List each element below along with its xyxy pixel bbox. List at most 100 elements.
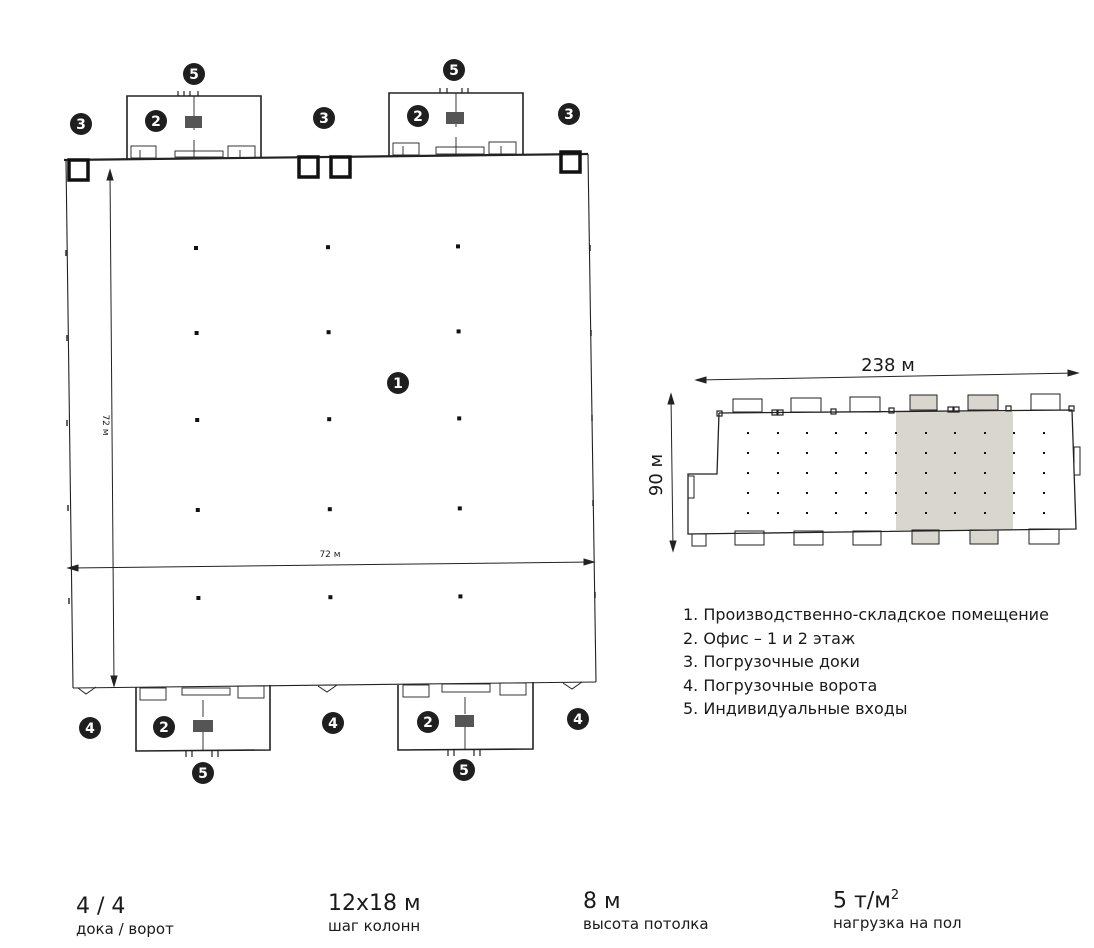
- stat-label: высота потолка: [583, 915, 709, 933]
- mini-plan-width-label: 238 м: [861, 355, 915, 376]
- mini-column: [1043, 432, 1045, 434]
- marker-number: 1: [393, 376, 403, 392]
- mini-column: [865, 432, 867, 434]
- mini-column: [777, 452, 779, 454]
- column: [327, 507, 332, 512]
- stat-value: 8 м: [583, 889, 621, 914]
- marker-number: 3: [564, 107, 574, 123]
- column: [195, 418, 200, 422]
- mini-column: [777, 512, 779, 514]
- mini-column: [895, 432, 897, 434]
- mini-column: [806, 472, 808, 474]
- marker-number: 5: [198, 766, 208, 782]
- marker-circle: [558, 103, 580, 125]
- warehouse-walls: [63, 152, 597, 695]
- marker-circle: [79, 717, 101, 739]
- mini-column: [895, 472, 897, 474]
- mini-plan-highlight: [909, 394, 938, 411]
- loading-dock: [329, 155, 352, 179]
- mini-column: [865, 472, 867, 474]
- marker-4: 4: [79, 717, 101, 739]
- mini-column: [747, 452, 749, 454]
- marker-circle: [417, 711, 439, 733]
- mini-column: [835, 472, 837, 474]
- office-block-bottom-right: [397, 682, 534, 756]
- marker-number: 2: [423, 715, 433, 731]
- stat-column-grid: 12х18 м шаг колонн: [328, 891, 421, 935]
- stairs-icon: [193, 720, 213, 732]
- mini-column: [925, 432, 927, 434]
- office-block-top-right: [388, 88, 524, 157]
- stat-ceiling-height: 8 м высота потолка: [583, 889, 709, 933]
- marker-circle: [145, 110, 167, 132]
- marker-5: 5: [453, 759, 475, 781]
- stat-label: дока / ворот: [76, 920, 174, 938]
- loading-docks: [67, 150, 582, 182]
- marker-3: 3: [313, 107, 335, 129]
- stairs-icon: [455, 715, 474, 727]
- stat-value-text: 5 т/м: [833, 888, 891, 914]
- marker-5: 5: [192, 762, 214, 784]
- mini-column: [747, 472, 749, 474]
- marker-circle: [153, 716, 175, 738]
- legend: 1. Производственно-складское помещение 2…: [683, 603, 1049, 721]
- column: [327, 417, 332, 422]
- mini-column: [984, 492, 986, 494]
- column: [457, 416, 462, 421]
- legend-item-loading-gates: 4. Погрузочные ворота: [683, 675, 878, 695]
- mini-column: [1013, 512, 1015, 514]
- mini-column: [865, 452, 867, 454]
- marker-2: 2: [145, 110, 167, 132]
- column: [195, 508, 200, 512]
- mini-column: [1043, 472, 1045, 474]
- column: [456, 329, 461, 334]
- mini-column: [984, 452, 986, 454]
- marker-circle: [453, 759, 475, 781]
- column: [456, 244, 460, 249]
- mini-column: [747, 512, 749, 514]
- mini-column: [806, 432, 808, 434]
- marker-3: 3: [558, 103, 580, 125]
- mini-column: [954, 492, 956, 494]
- stat-floor-load: 5 т/м2 нагрузка на пол: [833, 883, 962, 932]
- mini-column: [925, 472, 927, 474]
- mini-column: [865, 512, 867, 514]
- stat-docks-gates: 4 / 4 дока / ворот: [76, 894, 174, 938]
- mini-column: [895, 492, 897, 494]
- stat-value: 4 / 4: [76, 894, 126, 919]
- stat-label: шаг колонн: [328, 917, 421, 935]
- stat-value: 12х18 м: [328, 891, 421, 916]
- column: [194, 246, 198, 250]
- mini-column: [925, 512, 927, 514]
- mini-column: [984, 512, 986, 514]
- marker-circle: [70, 113, 92, 135]
- stairs-icon: [185, 116, 202, 128]
- mini-column: [895, 512, 897, 514]
- column: [328, 595, 333, 600]
- mini-column: [835, 432, 837, 434]
- marker-4: 4: [567, 708, 589, 730]
- marker-1: 1: [387, 372, 409, 394]
- marker-number: 4: [328, 716, 338, 732]
- mini-column: [806, 452, 808, 454]
- marker-4: 4: [322, 712, 344, 734]
- mini-column: [777, 472, 779, 474]
- mini-column: [1013, 472, 1015, 474]
- marker-2: 2: [417, 711, 439, 733]
- marker-5: 5: [443, 59, 465, 81]
- marker-number: 2: [151, 114, 161, 130]
- mini-column: [777, 432, 779, 434]
- marker-circle: [322, 712, 344, 734]
- marker-circle: [387, 372, 409, 394]
- mini-column: [1043, 492, 1045, 494]
- mini-column: [1013, 452, 1015, 454]
- stat-value-superscript: 2: [890, 888, 900, 903]
- mini-plan-highlight: [896, 412, 1013, 530]
- mini-column: [865, 492, 867, 494]
- mini-column: [747, 432, 749, 434]
- mini-plan-highlight: [911, 529, 940, 545]
- column: [196, 596, 201, 600]
- marker-circle: [443, 59, 465, 81]
- mini-column: [954, 512, 956, 514]
